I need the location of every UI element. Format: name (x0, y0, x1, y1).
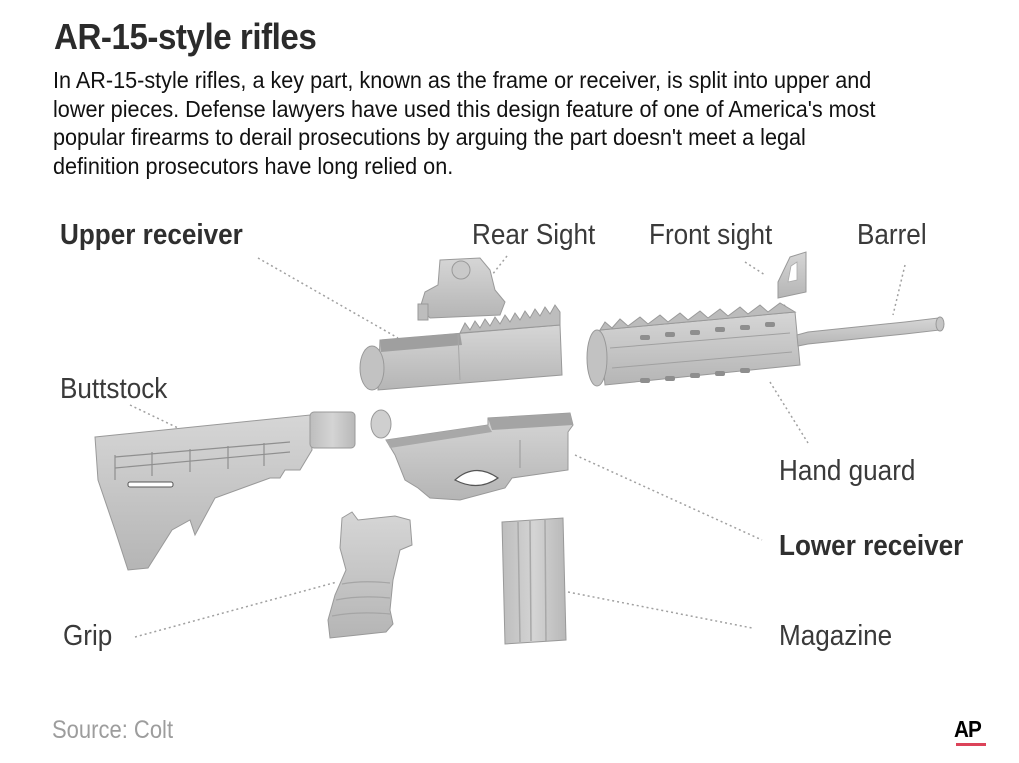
front-sight-part (777, 251, 807, 308)
leader-magazine (567, 591, 753, 629)
rear-sight-part (417, 257, 506, 321)
leader-barrel (892, 264, 906, 316)
label-lower-receiver: Lower receiver (779, 530, 964, 562)
buttstock-part (94, 411, 356, 571)
description-line: definition prosecutors have long relied … (53, 152, 454, 179)
barrel-part (796, 316, 945, 347)
leader-lower-receiver (574, 454, 763, 541)
leader-grip (134, 581, 338, 638)
leader-hand-guard (769, 381, 809, 444)
magazine-part (501, 517, 567, 645)
leader-buttstock (129, 404, 179, 429)
description-line: popular firearms to derail prosecutions … (53, 124, 806, 150)
label-rear-sight: Rear Sight (472, 219, 596, 251)
lower-receiver-part (370, 409, 574, 501)
hand-guard-part (586, 302, 801, 387)
leader-upper-receiver (257, 257, 399, 339)
label-upper-receiver: Upper receiver (60, 219, 243, 251)
source-credit: Source: Colt (52, 716, 174, 744)
label-magazine: Magazine (779, 620, 893, 652)
page-title: AR-15-style rifles (54, 16, 317, 57)
upper-receiver-part (359, 304, 563, 391)
label-front-sight: Front sight (649, 219, 773, 251)
description-line: lower pieces. Defense lawyers have used … (53, 95, 876, 122)
grip-part (327, 511, 413, 639)
description: In AR-15-style rifles, a key part, known… (53, 66, 936, 180)
label-barrel: Barrel (857, 219, 927, 251)
ap-logo: AP (954, 716, 982, 742)
label-buttstock: Buttstock (60, 373, 168, 405)
ap-logo-underline (956, 743, 986, 746)
label-grip: Grip (63, 620, 113, 652)
description-line: In AR-15-style rifles, a key part, known… (53, 67, 872, 93)
label-hand-guard: Hand guard (779, 455, 916, 487)
leader-front-sight (744, 261, 766, 276)
